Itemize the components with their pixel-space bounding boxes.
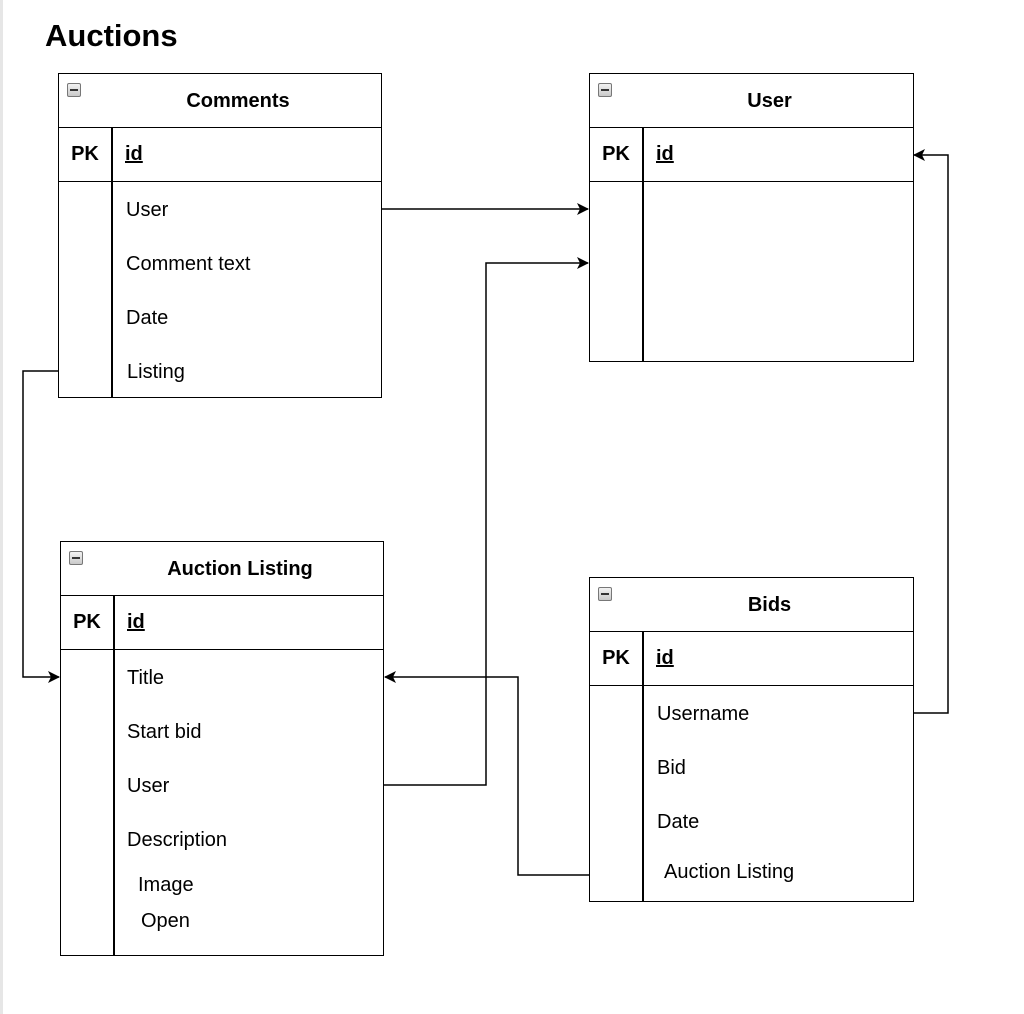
entity-bids[interactable]: Bids PK id Username Bid Date Auction Lis…	[589, 577, 914, 902]
field-bid[interactable]: Bid	[657, 757, 686, 779]
entity-name: Bids	[747, 594, 792, 616]
entity-header[interactable]: Comments	[59, 74, 381, 128]
collapse-icon[interactable]	[69, 551, 83, 565]
primary-key-row[interactable]: PK id	[590, 128, 913, 182]
primary-key-row[interactable]: PK id	[590, 632, 913, 686]
entity-name: Auction Listing	[167, 558, 313, 580]
pk-label: PK	[602, 143, 630, 165]
field-date[interactable]: Date	[126, 307, 169, 329]
pk-field: id	[656, 143, 674, 165]
pk-label: PK	[71, 143, 99, 165]
pk-field: id	[125, 143, 143, 165]
pk-field: id	[127, 611, 145, 633]
column-divider	[642, 128, 644, 361]
primary-key-row[interactable]: PK id	[61, 596, 383, 650]
pk-field: id	[656, 647, 674, 669]
entity-comments[interactable]: Comments PK id User Comment text Date Li…	[58, 73, 382, 398]
field-image[interactable]: Image	[138, 874, 194, 896]
field-user[interactable]: User	[127, 775, 170, 797]
field-date[interactable]: Date	[657, 811, 700, 833]
field-open[interactable]: Open	[141, 910, 190, 932]
entity-user[interactable]: User PK id	[589, 73, 914, 362]
field-start-bid[interactable]: Start bid	[127, 721, 202, 743]
column-divider	[111, 128, 113, 397]
entity-name: User	[747, 90, 792, 112]
primary-key-row[interactable]: PK id	[59, 128, 381, 182]
field-user[interactable]: User	[126, 199, 169, 221]
pk-label: PK	[73, 611, 101, 633]
collapse-icon[interactable]	[67, 83, 81, 97]
canvas-left-border	[0, 0, 3, 1014]
connector-listing-user-to-user[interactable]	[384, 257, 589, 786]
connector-comments-listing-to-auction-listing[interactable]	[22, 370, 60, 683]
diagram-title: Auctions	[45, 18, 178, 53]
collapse-icon[interactable]	[598, 83, 612, 97]
column-divider	[113, 596, 115, 955]
entity-auction-listing[interactable]: Auction Listing PK id Title Start bid Us…	[60, 541, 384, 956]
field-auction-listing[interactable]: Auction Listing	[664, 861, 795, 883]
column-divider	[642, 632, 644, 901]
field-comment-text[interactable]: Comment text	[126, 253, 251, 275]
connector-bids-username-to-user-id[interactable]	[913, 149, 949, 714]
collapse-icon[interactable]	[598, 587, 612, 601]
entity-header[interactable]: Bids	[590, 578, 913, 632]
field-description[interactable]: Description	[127, 829, 228, 851]
connector-bids-listing-to-auction-listing[interactable]	[384, 671, 652, 876]
pk-label: PK	[602, 647, 630, 669]
entity-header[interactable]: User	[590, 74, 913, 128]
field-listing[interactable]: Listing	[127, 361, 185, 383]
entity-header[interactable]: Auction Listing	[61, 542, 383, 596]
field-title[interactable]: Title	[127, 667, 165, 689]
entity-name: Comments	[186, 90, 290, 112]
field-username[interactable]: Username	[657, 703, 750, 725]
